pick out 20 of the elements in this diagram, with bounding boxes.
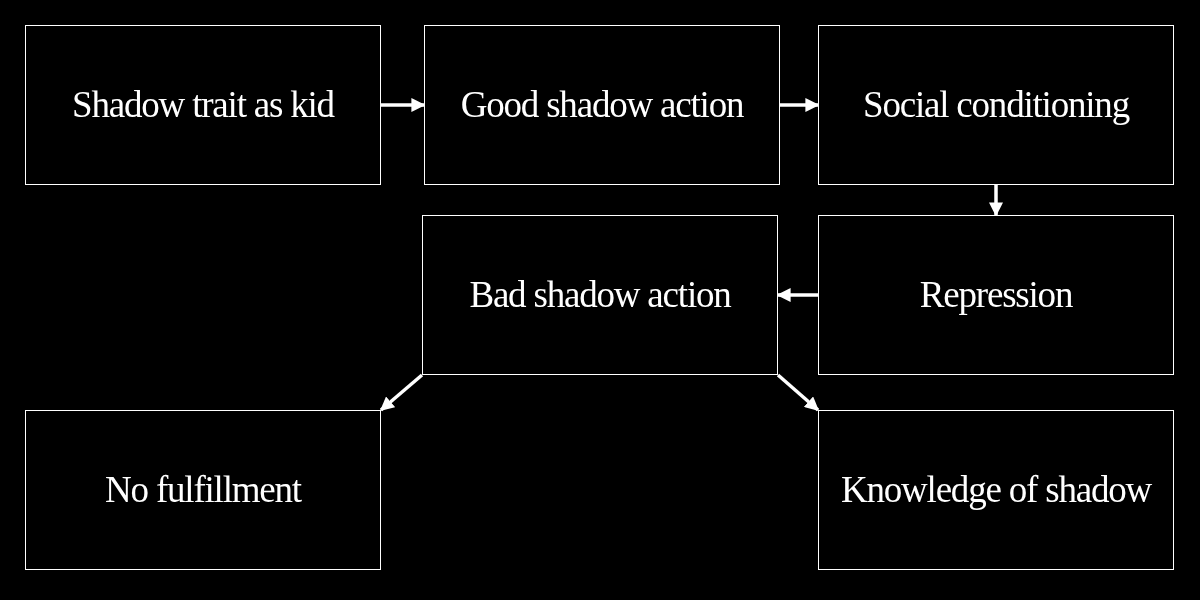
process-box	[424, 25, 780, 185]
arrow	[776, 288, 818, 302]
box-label: Bad shadow action	[469, 273, 731, 317]
process-box	[422, 215, 778, 375]
arrow	[379, 373, 424, 412]
arrow	[989, 185, 1003, 217]
box-label: Knowledge of shadow	[840, 468, 1152, 512]
process-box	[818, 410, 1174, 570]
process-box	[818, 215, 1174, 375]
arrow	[780, 98, 820, 112]
box-label: Shadow trait as kid	[72, 83, 334, 127]
box-label: Repression	[919, 273, 1073, 317]
arrow	[381, 98, 426, 112]
box-label: Good shadow action	[460, 83, 744, 127]
process-box	[25, 25, 381, 185]
box-label: Social conditioning	[863, 83, 1129, 127]
process-box	[25, 410, 381, 570]
box-label: No fulfillment	[105, 468, 301, 512]
process-box	[818, 25, 1174, 185]
arrow	[776, 373, 820, 412]
